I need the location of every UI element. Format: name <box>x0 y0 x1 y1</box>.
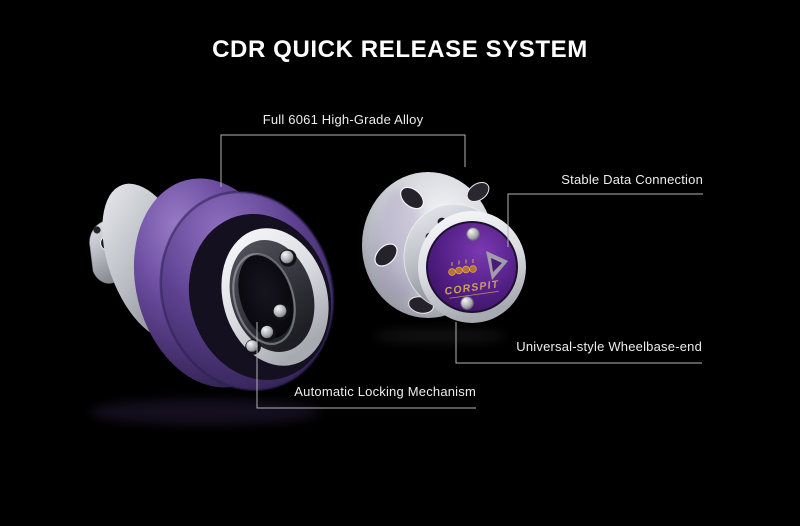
cap-screws <box>460 227 480 310</box>
brand-logo-icon <box>486 251 508 280</box>
callout-lines <box>220 134 703 409</box>
data-pins <box>448 259 477 276</box>
callout-label-alloy: Full 6061 High-Grade Alloy <box>262 112 424 127</box>
hub-reflection <box>90 399 320 425</box>
page-title: CDR QUICK RELEASE SYSTEM <box>212 36 588 63</box>
callout-label-data-connection: Stable Data Connection <box>561 172 703 187</box>
callout-line-wheelbase <box>455 322 702 364</box>
callout-label-locking: Automatic Locking Mechanism <box>294 384 476 399</box>
wheelbase-end-illustration: CORSPIT <box>362 172 526 344</box>
quick-release-hub-illustration <box>89 178 335 425</box>
callout-line-alloy <box>220 134 466 187</box>
bore-lip-highlight <box>232 252 296 346</box>
flange-bolt-holes <box>374 181 490 314</box>
wheelbase-reflection <box>374 328 506 344</box>
callout-label-wheelbase: Universal-style Wheelbase-end <box>516 339 702 354</box>
callout-line-locking <box>256 322 476 409</box>
locking-balls <box>245 249 297 355</box>
callout-line-data-connection <box>507 193 703 247</box>
